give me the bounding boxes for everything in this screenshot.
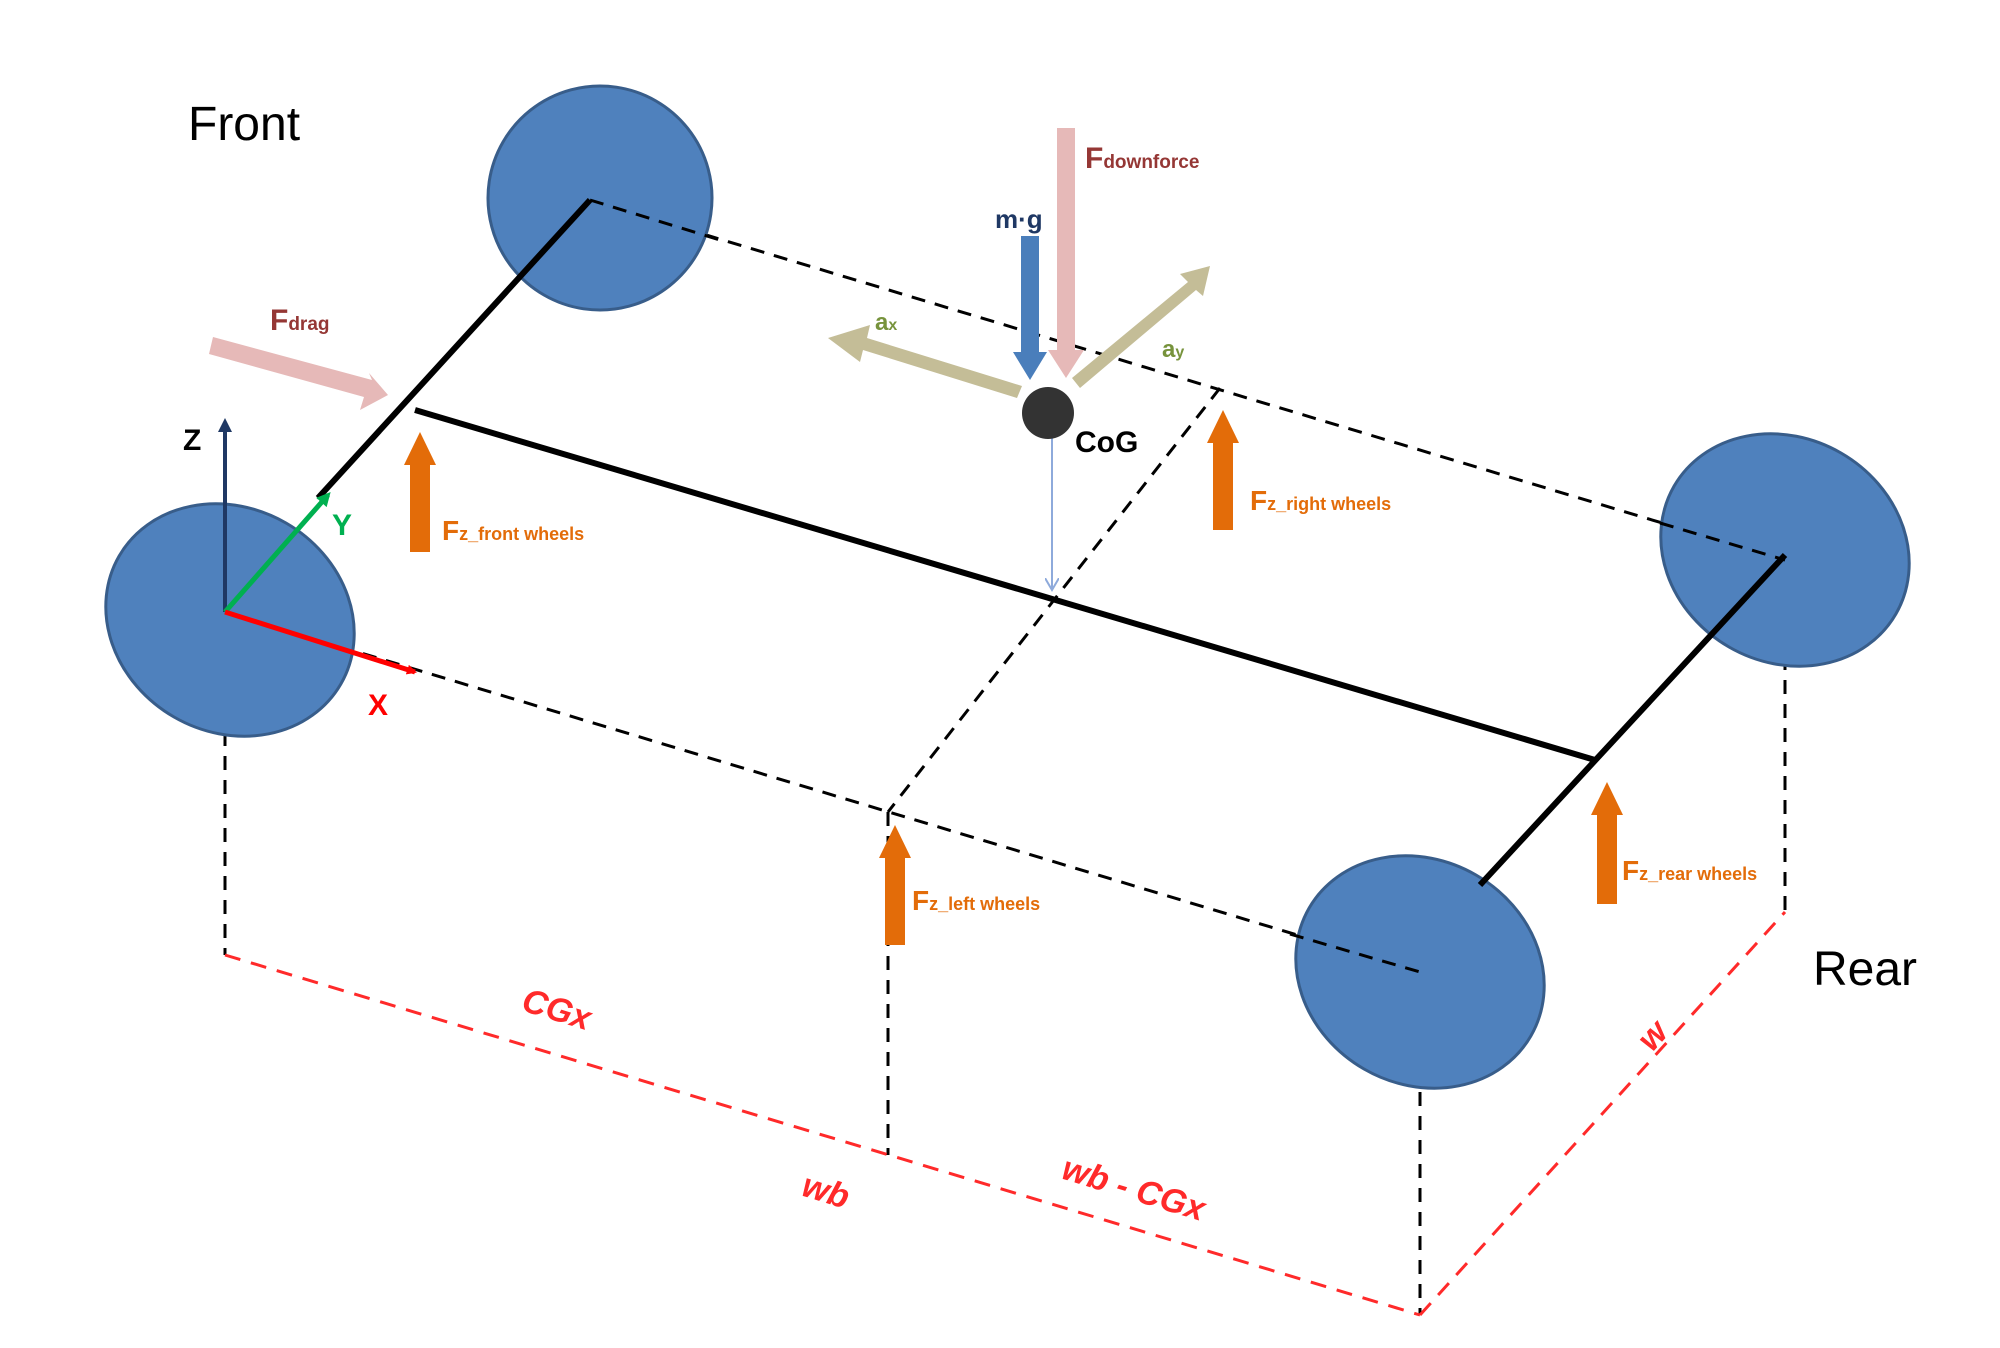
accelerations: ax ay (828, 266, 1210, 398)
dashed-outline (223, 198, 1787, 1315)
fz-right-wheels: Fz_right wheels (1207, 410, 1391, 530)
cog-dot (1022, 387, 1074, 439)
center-of-gravity: CoG (1022, 387, 1138, 590)
axis-y-arrow (223, 491, 331, 614)
dimension-wb-label: wb (798, 1166, 854, 1216)
weight-arrow-head (1013, 352, 1047, 380)
downforce-label: Fdownforce (1085, 142, 1199, 175)
axis-z-label: Z (183, 424, 201, 457)
center-spine (414, 407, 1596, 763)
drag-force-arrow (209, 337, 388, 410)
ax-arrow (828, 325, 1022, 398)
dimension-w-label: w (1630, 1011, 1678, 1058)
fz-left-label: Fz_left wheels (912, 885, 1040, 916)
downforce-arrow-head (1048, 350, 1084, 378)
vehicle-frame (315, 197, 1788, 888)
dashed-over-wheels (589, 198, 1786, 974)
dashed-top-edge-rear (1659, 521, 1786, 562)
front-label: Front (188, 98, 300, 151)
wheel-front-left (104, 502, 356, 738)
cog-label: CoG (1075, 426, 1138, 459)
front-axle (315, 197, 593, 501)
fz-rear-label: Fz_rear wheels (1622, 855, 1757, 886)
weight-label: m·g (995, 204, 1043, 234)
dimension-wb-minus-cgx-label: wb - CGx (1058, 1149, 1212, 1229)
dimension-wb-line (224, 953, 1421, 1317)
fz-left-wheels: Fz_left wheels (879, 825, 1040, 945)
rear-axle (1477, 552, 1788, 888)
ay-label: ay (1162, 336, 1184, 363)
dashed-top-edge (589, 198, 1786, 562)
fz-right-label: Fz_right wheels (1250, 485, 1391, 516)
wheel-rear-left (1294, 854, 1546, 1090)
ay-arrow (1072, 266, 1210, 388)
vertical-forces: Fz_front wheels Fz_right wheels Fz_left … (404, 410, 1757, 945)
axis-y-label: Y (332, 509, 352, 542)
weight-force: m·g (995, 204, 1047, 380)
fz-left-arrow-head (879, 825, 911, 858)
dimension-cgx-label: CGx (518, 981, 598, 1038)
fz-left-arrow-shaft (885, 855, 905, 945)
dashed-bottom-edge (224, 610, 1421, 974)
rear-label: Rear (1813, 943, 1917, 996)
fz-front-label: Fz_front wheels (442, 515, 584, 546)
fz-right-arrow-shaft (1213, 440, 1233, 530)
fz-rear-arrow-head (1591, 782, 1623, 815)
fz-front-arrow-shaft (410, 462, 430, 552)
fz-rear-arrow-shaft (1597, 812, 1617, 904)
wheels (104, 84, 1911, 1090)
dimension-w-line (1418, 910, 1787, 1317)
wheel-rear-right (1659, 432, 1911, 668)
ax-label: ax (875, 309, 897, 336)
weight-arrow-shaft (1021, 236, 1039, 354)
fz-front-arrow-head (404, 432, 436, 465)
downforce-arrow-shaft (1057, 128, 1075, 353)
fz-front-wheels: Fz_front wheels (404, 432, 584, 552)
coordinate-axes: Z Y X (183, 418, 417, 722)
drag-force-label: Fdrag (270, 304, 330, 337)
axis-x-label: X (368, 689, 388, 722)
drag-force: Fdrag (209, 304, 388, 410)
fz-right-arrow-head (1207, 410, 1239, 443)
dimension-lines (224, 910, 1787, 1317)
fz-rear-wheels: Fz_rear wheels (1591, 782, 1757, 904)
downforce: Fdownforce (1048, 128, 1199, 378)
axis-x-arrow (224, 609, 417, 675)
